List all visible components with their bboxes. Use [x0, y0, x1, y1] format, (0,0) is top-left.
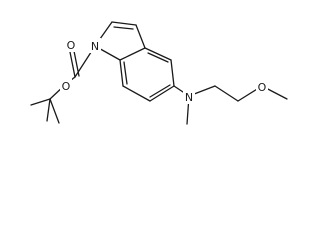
bond-tbu-methyl-left — [30, 98, 51, 106]
bond-tbu-methyl-down — [46, 98, 51, 122]
bond-c3a-c4 — [144, 47, 172, 61]
atom-n-amine-label: N — [185, 91, 193, 104]
bond-c2-c3 — [111, 21, 137, 26]
atom-o-ester-backing — [60, 78, 72, 93]
bond-tbu-methyl-right — [49, 98, 60, 124]
atom-n-indole-label: N — [91, 40, 99, 53]
bond-ch2-ch2 — [214, 85, 239, 102]
atom-o-methoxy-backing — [256, 79, 268, 94]
atom-o-ester-label: O — [62, 80, 71, 93]
atom-n-indole: N — [89, 38, 101, 53]
atom-n-amine-backing — [183, 89, 195, 104]
bond-c5-c6-double — [149, 84, 171, 98]
atom-o-carbonyl: O — [65, 37, 77, 52]
molecule-structure: N O O N O — [30, 21, 288, 125]
bond-c2-c3-double — [113, 26, 134, 30]
bond-c7-c7a — [119, 59, 124, 87]
bond-carbonyl-double-1 — [69, 51, 76, 78]
atom-o-methoxy-label: O — [258, 81, 267, 94]
bond-c3-c3a — [135, 24, 146, 49]
atom-o-carbonyl-label: O — [67, 39, 76, 52]
atom-o-carbonyl-backing — [65, 37, 77, 52]
atom-o-methoxy: O — [256, 79, 268, 94]
atom-n-indole-backing — [89, 38, 101, 53]
bond-c4-c5 — [170, 59, 175, 87]
pyrrole-ring — [94, 21, 146, 61]
atom-o-ester: O — [60, 78, 72, 93]
bond-c7-c7a-double — [123, 61, 128, 85]
benzene-ring — [119, 47, 175, 102]
bond-c3a-c7a — [119, 47, 146, 61]
bond-c3a-c4-double — [147, 52, 169, 63]
bond-c6-c7 — [122, 85, 151, 102]
bond-c5-c6 — [149, 85, 175, 102]
atom-n-amine: N — [183, 89, 195, 104]
